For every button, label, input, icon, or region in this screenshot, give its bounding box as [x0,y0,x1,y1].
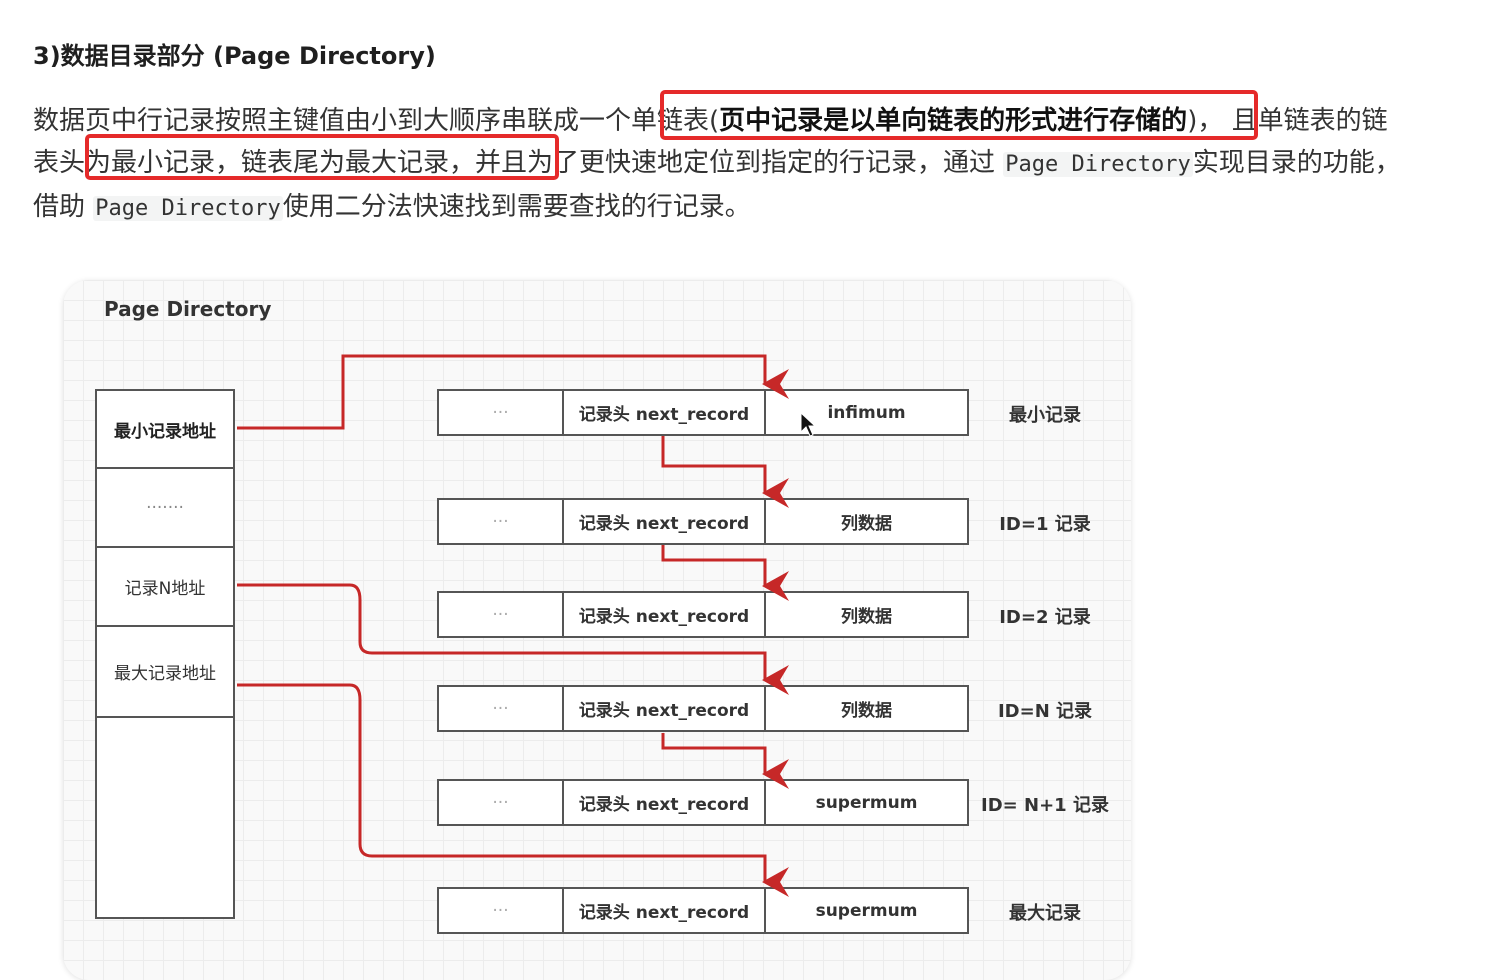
para-text-4: )， 且单链表的 [1187,106,1362,136]
para-text-8: 使用二分法快速找到需要查找的行记录。 [282,192,751,222]
record-label: ID=2 记录 [999,607,1091,628]
para-text-5: 链表头为最小记录，链表尾为最大记录 [33,106,1388,178]
record-label: 最小记录 [1009,405,1081,426]
record-ellipsis: ··· [439,687,564,730]
record-label: ID=1 记录 [999,514,1091,535]
description-paragraph: 数据页中行记录按照主键值由小到大顺序串联成一个单链表(页中记录是以单向链表的形式… [33,100,1403,230]
record-label: ID= N+1 记录 [981,795,1109,816]
cursor-icon [800,411,817,437]
record-ellipsis: ··· [439,593,564,636]
directory-slot: 最小记录地址 [97,391,233,469]
record-row: ··· 记录头 next_record infimum [437,389,969,436]
directory-slot: 记录N地址 [97,548,233,627]
highlight-box-2 [85,134,559,180]
arrows-layer [237,354,817,897]
next-link-arrow [661,436,789,508]
record-data: 列数据 [841,701,892,721]
record-data: 列数据 [841,514,892,534]
record-ellipsis: ··· [439,391,564,434]
record-row: ··· 记录头 next_record supermum [437,779,969,826]
record-data: supermum [815,792,918,813]
record-data: infimum [827,402,906,423]
record-header: 记录头 next_record [564,687,766,730]
para-text-7: 实现目录的功能，借助 [33,148,1401,222]
record-row: ··· 记录头 next_record 列数据 [437,498,969,545]
directory-slot: ······· [97,469,233,548]
pointer-arrow [237,583,789,695]
pointer-arrow [237,354,789,430]
record-row: ··· 记录头 next_record supermum [437,887,969,934]
para-text-6: ，并且为了更快速地定位到指定的行记录，通过 [449,148,1004,178]
record-header: 记录头 next_record [564,781,766,824]
record-header: 记录头 next_record [564,889,766,932]
next-link-arrow [661,545,789,601]
record-header: 记录头 next_record [564,593,766,636]
record-header: 记录头 next_record [564,500,766,543]
para-text-1: 数据页中行记录按照主键值由小到大顺序串联成一个 [33,106,632,136]
record-data: supermum [815,900,918,921]
record-ellipsis: ··· [439,889,564,932]
record-label: 最大记录 [1009,903,1081,924]
inline-code-2: Page Directory [93,196,283,221]
directory-column: 最小记录地址 ······· 记录N地址 最大记录地址 [95,389,235,919]
inline-code-1: Page Directory [1003,152,1193,177]
record-row: ··· 记录头 next_record 列数据 [437,591,969,638]
record-data: 列数据 [841,607,892,627]
record-ellipsis: ··· [439,781,564,824]
record-label: ID=N 记录 [997,701,1093,722]
record-header: 记录头 next_record [564,391,766,434]
figure-title: Page Directory [104,297,272,321]
para-text-2: 单链表( [631,106,720,136]
directory-slot: 最大记录地址 [97,627,233,718]
next-link-arrow [661,733,789,789]
highlight-box-1 [660,90,1258,140]
section-heading: 3)数据目录部分 (Page Directory) [33,42,436,70]
para-bold-text: 页中记录是以单向链表的形式进行存储的 [719,106,1188,136]
record-row: ··· 记录头 next_record 列数据 [437,685,969,732]
record-ellipsis: ··· [439,500,564,543]
pointer-arrow [237,683,789,897]
